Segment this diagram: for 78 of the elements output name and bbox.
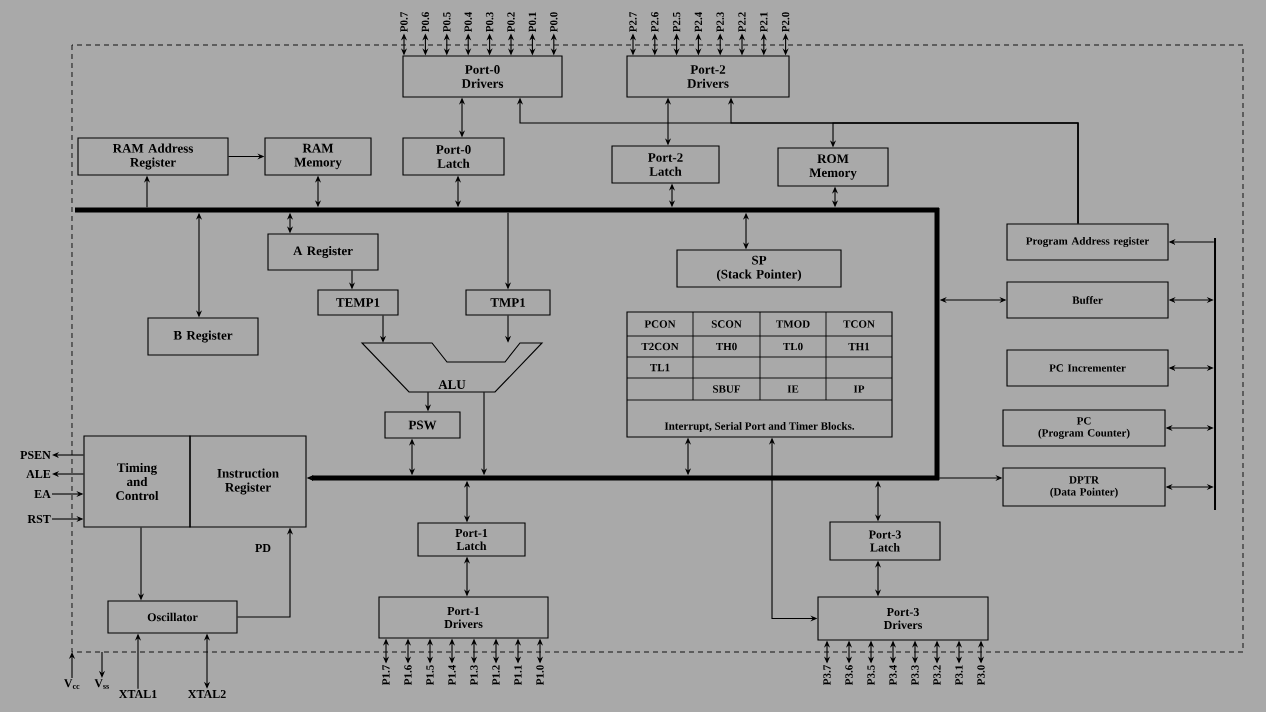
memory-box: RAM Memory [264,137,372,176]
pin-label: P0.3 [485,12,494,33]
pin-label: P0.7 [400,12,408,33]
register-name: SBUF [713,385,741,393]
register-box: RAM Address Register [77,137,229,176]
register-name: IP [853,385,865,393]
pin-label: P0.6 [421,12,430,33]
register-box: SP (Stack Pointer) [676,249,842,288]
pin-label: P3.0 [977,665,985,686]
pin-label: P0.2 [507,12,515,33]
pin-label: P2.1 [760,12,768,33]
register-box: B Register [147,317,259,356]
driver-box: Port-3 Drivers [817,596,989,641]
latch-box: Port-2 Latch [611,145,720,184]
pin-label: P2.0 [781,12,790,33]
pin-label: P1.7 [382,665,390,686]
register-name: TH0 [716,342,737,351]
register-box: Instruction Register [189,435,307,528]
pin-label: P2.4 [694,12,703,33]
pin-label: P3.1 [955,665,963,686]
driver-box: Port-1 Drivers [378,596,549,639]
pin-label: P3.6 [845,665,853,686]
latch-box: Port-1 Latch [417,522,526,557]
signal-label: RST [27,514,51,524]
signal-label: PSEN [20,450,51,460]
pin-label: P2.5 [672,12,681,33]
pin-label: P2.3 [716,12,724,33]
register-box: Program Address register [1006,223,1169,261]
control-box: Timing and Control [83,435,191,528]
pin-label: P1.2 [492,665,500,686]
pin-label: P3.5 [867,665,875,686]
pin-label: P0.4 [464,12,472,33]
register-box: DPTR (Data Pointer) [1002,467,1166,507]
pin-label: P3.3 [911,665,919,686]
pin-label: XTAL1 [119,690,157,698]
pin-label: P2.7 [629,12,637,33]
signal-label: EA [34,490,51,498]
register-name: TCON [843,320,875,328]
register-name: TL0 [783,342,803,351]
signal-label: ALE [26,470,51,478]
pin-label: P0.5 [443,12,451,33]
pin-label: P3.7 [823,665,831,686]
pin-label: P1.6 [404,665,412,686]
pin-label: V$_{cc}$ [64,679,80,689]
register-name: TL1 [650,363,670,372]
pin-label: P2.2 [738,12,746,33]
latch-box: Port-0 Latch [402,137,505,176]
driver-box: Port-2 Drivers [626,55,790,98]
register-box: TMP1 [465,289,551,316]
register-name: TMOD [776,320,810,328]
register-name: T2CON [641,342,679,351]
register-box: PC (Program Counter) [1002,409,1166,447]
latch-box: Port-3 Latch [829,521,941,561]
pin-label: V$_{ss}$ [94,679,109,689]
buffer-box: Buffer [1006,281,1169,319]
pin-label: P3.2 [933,665,941,686]
pin-label: P1.5 [426,665,434,686]
pin-label: P1.1 [514,665,522,686]
pin-label: XTAL2 [188,690,226,698]
driver-box: Port-0 Drivers [402,55,563,98]
pin-label: P0.1 [528,12,537,33]
incrementer-box: PC Incrementer [1006,349,1169,387]
edge-label: PD [254,543,272,553]
pin-label: P1.4 [448,665,456,686]
memory-box: ROM Memory [777,147,889,187]
register-name: IE [787,385,799,393]
pin-label: P1.0 [536,665,544,686]
register-box: PSW [384,411,461,439]
register-box: A Register [267,233,379,271]
pin-label: P2.6 [651,12,659,33]
oscillator-box: Oscillator [107,600,238,634]
register-box: TEMP1 [317,289,399,316]
pin-label: P0.0 [550,12,558,33]
register-name: PCON [644,320,676,328]
register-name: TH1 [848,342,870,351]
register-name: SCON [711,320,742,328]
pin-label: P1.3 [470,665,478,686]
pin-label: P3.4 [889,665,897,686]
